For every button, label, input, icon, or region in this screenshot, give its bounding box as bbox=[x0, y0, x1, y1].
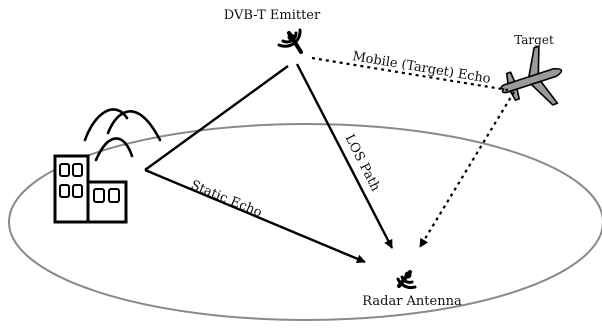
mountain-icon bbox=[83, 108, 162, 162]
static-echo-path bbox=[144, 168, 366, 264]
coverage-ellipse bbox=[8, 123, 602, 321]
static-echo-label: Static Echo bbox=[188, 178, 264, 221]
mobile-echo-label: Mobile (Target) Echo bbox=[351, 49, 491, 87]
broadcast-antenna-icon bbox=[277, 28, 303, 54]
radar-label: Radar Antenna bbox=[362, 294, 462, 309]
building-icon bbox=[53, 154, 128, 224]
emitter-label: DVB-T Emitter bbox=[224, 8, 321, 23]
los-path bbox=[295, 63, 394, 249]
airplane-icon bbox=[500, 45, 563, 106]
target-label: Target bbox=[514, 33, 554, 47]
mobile-echo-path bbox=[419, 91, 515, 248]
emitter-to-building-path bbox=[144, 65, 289, 171]
emitter-to-target-path bbox=[311, 56, 509, 92]
radar-dish-icon bbox=[396, 270, 417, 290]
